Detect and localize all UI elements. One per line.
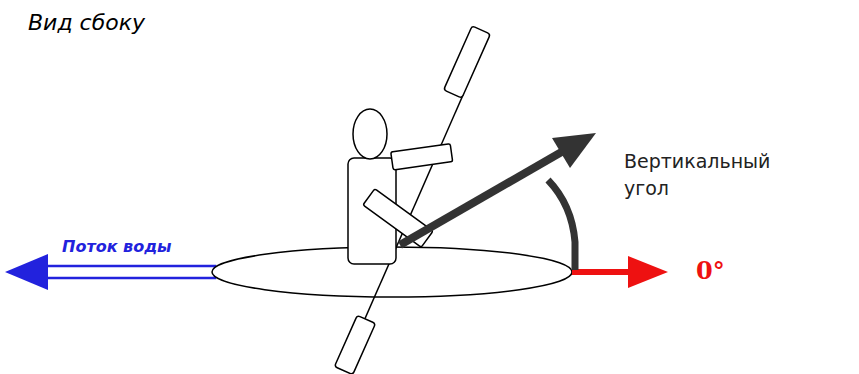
paddler-lower-arm [363,189,433,248]
angle-vector [400,133,596,245]
paddle-blade-upper [444,26,491,98]
angle-label: Вертикальный угол [624,148,784,201]
paddler-upper-arm [391,144,453,170]
zero-arrow-shaft [572,269,632,275]
flow-arrow-shaft [40,266,215,278]
angle-arc [548,180,575,270]
angle-vector-shaft [400,150,565,245]
view-title: Вид сбоку [28,8,288,39]
paddle [334,26,490,374]
zero-arrow-head [628,256,668,288]
zero-direction-arrow [572,256,668,288]
flow-label: Поток воды [62,236,222,258]
flow-arrow-head [5,254,48,290]
zero-degree-label: 0° [696,254,776,288]
paddler-head [353,109,387,159]
water-flow-arrow [5,254,215,290]
paddle-blade-lower [334,315,375,374]
angle-vector-head [552,133,596,168]
